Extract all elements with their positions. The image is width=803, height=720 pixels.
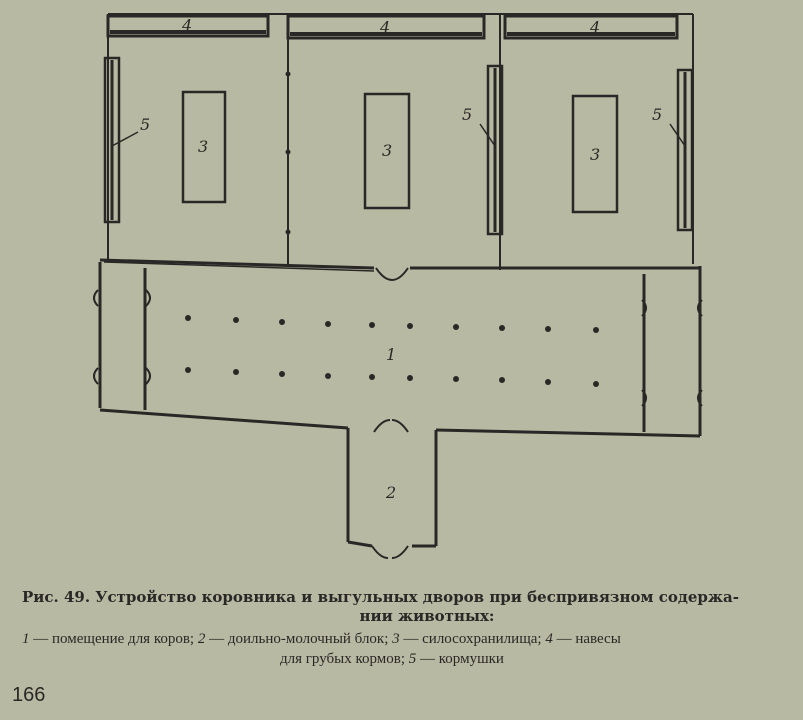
hay-sheds bbox=[106, 14, 679, 40]
label-cow-hall: 1 bbox=[386, 345, 396, 364]
legend-row-1: 1 — помещение для коров; 2 — доильно-мол… bbox=[22, 631, 621, 647]
label-silo-1: 3 bbox=[198, 137, 208, 156]
label-shed-3: 4 bbox=[589, 18, 600, 37]
legend-num-1: 1 bbox=[22, 631, 30, 647]
label-feeder-3: 5 bbox=[652, 105, 662, 124]
page-number: 166 bbox=[12, 684, 46, 706]
caption-title-line1: Рис. 49. Устройство коровника и выгульны… bbox=[22, 588, 739, 606]
leader-lines bbox=[111, 123, 686, 147]
label-milking-block: 2 bbox=[385, 483, 396, 502]
figure-caption-title: Рис. 49. Устройство коровника и выгульны… bbox=[22, 588, 792, 626]
label-feeder-1: 5 bbox=[140, 115, 150, 134]
legend-text-3: — силосохранилища; bbox=[399, 631, 546, 647]
figure-legend: 1 — помещение для коров; 2 — доильно-мол… bbox=[22, 629, 792, 669]
cow-hall-walls bbox=[98, 258, 702, 438]
legend-num-5: 5 bbox=[408, 651, 417, 667]
legend-num-2: 2 bbox=[197, 631, 206, 647]
doors bbox=[93, 267, 703, 559]
legend-num-4: 4 bbox=[545, 631, 553, 647]
feeders bbox=[103, 56, 694, 236]
legend-text-1: — помещение для коров; bbox=[29, 631, 198, 647]
label-feeder-2: 5 bbox=[462, 105, 472, 124]
legend-row-2: для грубых кормов; 5 — кормушки bbox=[22, 649, 792, 669]
silos bbox=[181, 90, 619, 214]
fence-posts bbox=[285, 71, 291, 235]
milking-block-walls bbox=[346, 428, 438, 548]
legend-text-2: — доильно-молочный блок; bbox=[205, 631, 393, 647]
legend-text-5: — кормушки bbox=[416, 651, 504, 667]
hall-columns bbox=[185, 315, 599, 387]
legend-text-4: — навесы bbox=[552, 631, 621, 647]
label-silo-3: 3 bbox=[590, 145, 600, 164]
label-shed-2: 4 bbox=[379, 18, 390, 37]
label-silo-2: 3 bbox=[382, 141, 392, 160]
yard-boundary bbox=[107, 13, 694, 270]
legend-text-4b: для грубых кормов; bbox=[280, 651, 409, 667]
label-shed-1: 4 bbox=[181, 16, 192, 35]
legend-num-3: 3 bbox=[392, 631, 400, 647]
caption-title-line2: нии животных: bbox=[359, 607, 495, 625]
